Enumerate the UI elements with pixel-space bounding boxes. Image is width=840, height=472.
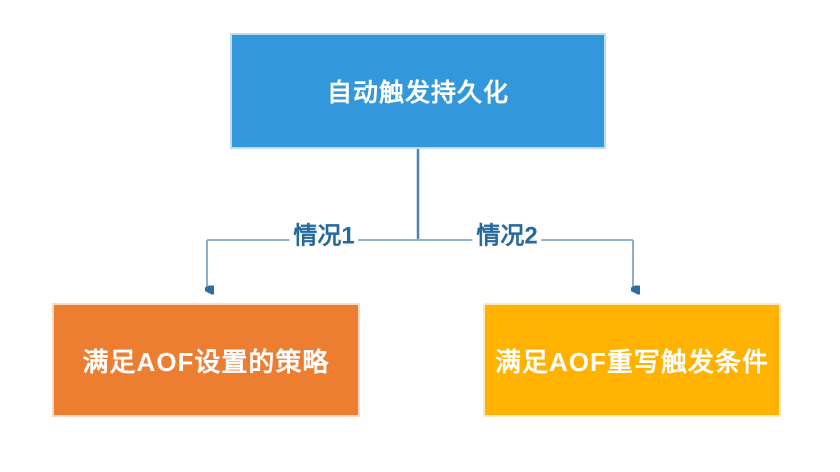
node-aof-rewrite-condition-label: 满足AOF重写触发条件 <box>495 346 769 377</box>
node-auto-trigger-persistence-label: 自动触发持久化 <box>326 79 509 107</box>
node-aof-rewrite-condition: 满足AOF重写触发条件 <box>483 303 781 417</box>
node-aof-policy: 满足AOF设置的策略 <box>52 303 360 417</box>
edge-label-case1: 情况1 <box>289 222 359 252</box>
node-auto-trigger-persistence: 自动触发持久化 <box>230 33 606 149</box>
node-aof-policy-label: 满足AOF设置的策略 <box>82 346 330 377</box>
edge-label-case2: 情况2 <box>472 222 542 252</box>
